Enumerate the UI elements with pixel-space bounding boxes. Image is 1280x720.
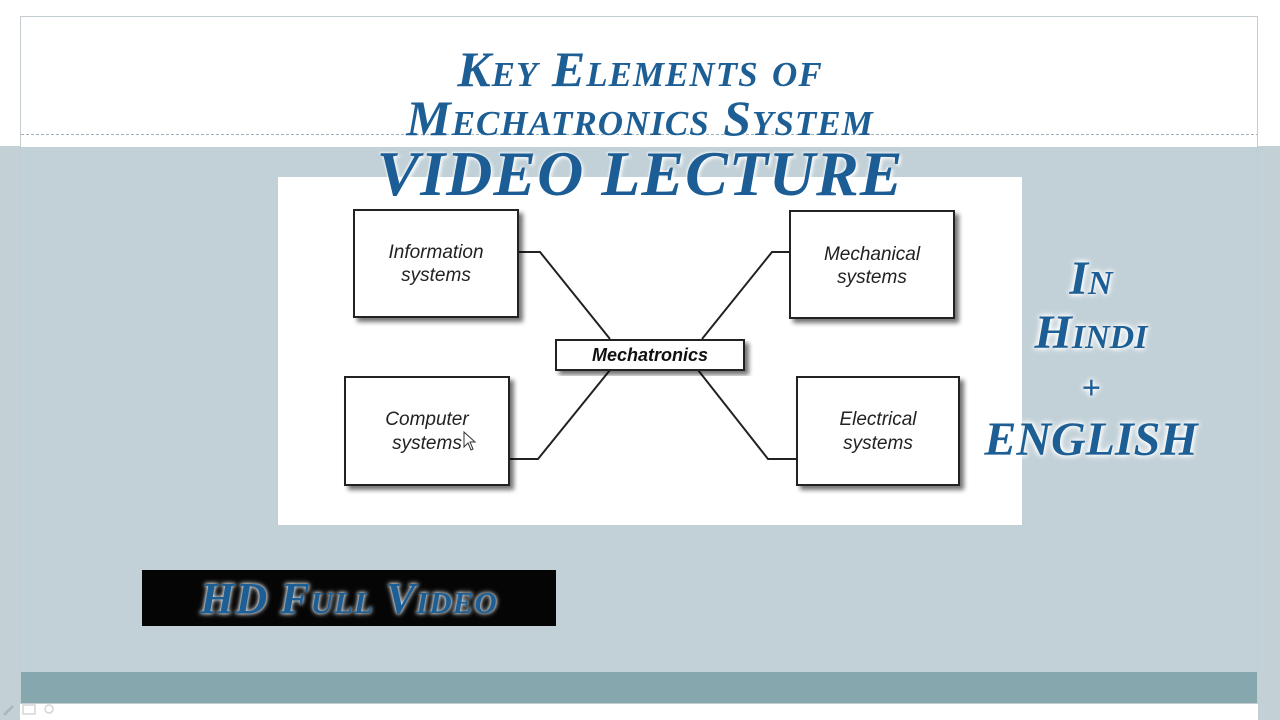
right-accent-band [1258, 146, 1280, 720]
label-information-line1: Information [388, 242, 483, 263]
hd-full-video-badge: HD Full Video [142, 570, 556, 626]
label-computer-line1: Computer [385, 409, 469, 430]
box-information-systems [353, 209, 519, 318]
connector-electrical [697, 369, 797, 460]
left-accent-band [0, 146, 20, 720]
connector-computer [509, 369, 611, 460]
hd-full-video-label: HD Full Video [200, 573, 498, 623]
box-electrical-systems [796, 376, 960, 486]
slide-title-line-1: Key Elements of [457, 41, 823, 97]
diagram-svg: Information systems Mechanical systems C… [344, 209, 960, 486]
label-mechanical-line2: systems [837, 267, 907, 288]
label-electrical-line1: Electrical [839, 409, 917, 430]
arrow-cursor-icon [463, 431, 477, 451]
slide-frame: Key Elements of Mechatronics System VIDE… [20, 16, 1258, 704]
label-computer-line2: systems [392, 433, 462, 454]
presenter-toolbar [0, 700, 58, 718]
slide-title-line-3: VIDEO LECTURE [376, 138, 904, 209]
side-text-english: ENGLISH [984, 413, 1198, 466]
slide-title-line-2: Mechatronics System [406, 90, 874, 146]
connector-mechanical [701, 251, 790, 340]
options-icon[interactable] [40, 700, 58, 718]
box-mechatronics-center [555, 339, 745, 371]
pen-icon[interactable] [0, 700, 18, 718]
footer-band [21, 672, 1257, 703]
side-text-plus: + [1081, 370, 1101, 407]
title-divider [21, 134, 1257, 135]
connector-information [518, 251, 611, 340]
label-mechanical-line1: Mechanical [824, 244, 921, 265]
box-mechanical-systems [789, 210, 955, 319]
label-electrical-line2: systems [843, 433, 913, 454]
slides-icon[interactable] [20, 700, 38, 718]
label-information-line2: systems [401, 265, 471, 286]
label-mechatronics-center: Mechatronics [592, 345, 708, 365]
side-text-hindi: Hindi [1034, 306, 1148, 359]
mechatronics-diagram: Information systems Mechanical systems C… [278, 177, 1022, 525]
box-computer-systems [344, 376, 510, 486]
side-text-in: In [1069, 252, 1113, 305]
